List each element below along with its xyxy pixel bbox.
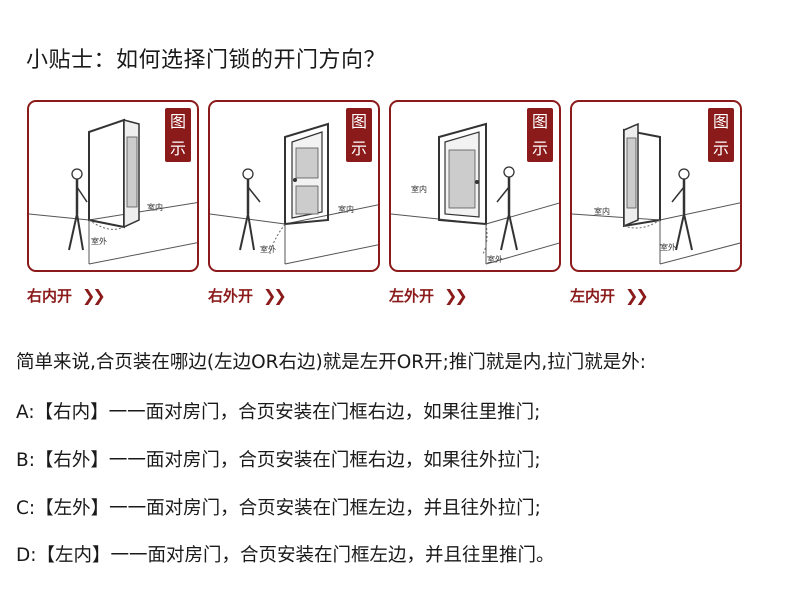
door-illustration: 室内 室外 (572, 122, 740, 265)
room-outside-label: 室外 (91, 236, 107, 246)
diagram-badge: 图示 (527, 108, 553, 162)
room-inside-label: 室内 (338, 204, 354, 214)
room-outside-label: 室外 (487, 254, 503, 264)
diagram-panel-right-outward: 室内 室外 图示 (208, 100, 380, 272)
diagram-badge: 图示 (708, 108, 734, 162)
chevron-right-icon: ❯❯ (625, 286, 649, 305)
rule-line-b: B:【右外】一一面对房门，合页安装在门框右边，如果往外拉门; (16, 450, 541, 471)
room-outside-label: 室外 (260, 244, 276, 254)
rule-line-c: C:【左外】一一面对房门，合页安装在门框左边，并且往外拉门; (16, 498, 541, 519)
door-illustration: 室内 室外 (391, 122, 559, 265)
summary-text: 简单来说,合页装在哪边(左边OR右边)就是左开OR开;推门就是内,拉门就是外: (16, 352, 646, 373)
door-illustration: 室内 室外 (210, 122, 378, 265)
room-outside-label: 室外 (660, 242, 676, 252)
panel-caption: 右外开❯❯ (208, 286, 287, 305)
room-inside-label: 室内 (594, 206, 610, 216)
diagram-badge: 图示 (165, 108, 191, 162)
diagram-panel-right-inward: 室内 室外 图示 (27, 100, 199, 272)
page-title: 小贴士：如何选择门锁的开门方向？ (26, 48, 387, 73)
chevron-right-icon: ❯❯ (263, 286, 287, 305)
diagram-panel-left-outward: 室内 室外 图示 (389, 100, 561, 272)
door-illustration: 室内 室外 (29, 118, 197, 265)
panel-caption: 左外开❯❯ (389, 286, 468, 305)
room-inside-label: 室内 (147, 202, 163, 212)
diagram-badge: 图示 (346, 108, 372, 162)
chevron-right-icon: ❯❯ (82, 286, 106, 305)
diagram-panel-left-inward: 室内 室外 图示 (570, 100, 742, 272)
panel-caption: 右内开❯❯ (27, 286, 106, 305)
room-inside-label: 室内 (411, 184, 427, 194)
chevron-right-icon: ❯❯ (444, 286, 468, 305)
rule-line-d: D:【左内】一一面对房门，合页安装在门框左边，并且往里推门。 (16, 545, 555, 566)
rule-line-a: A:【右内】一一面对房门，合页安装在门框右边，如果往里推门; (16, 402, 541, 423)
panel-caption: 左内开❯❯ (570, 286, 649, 305)
